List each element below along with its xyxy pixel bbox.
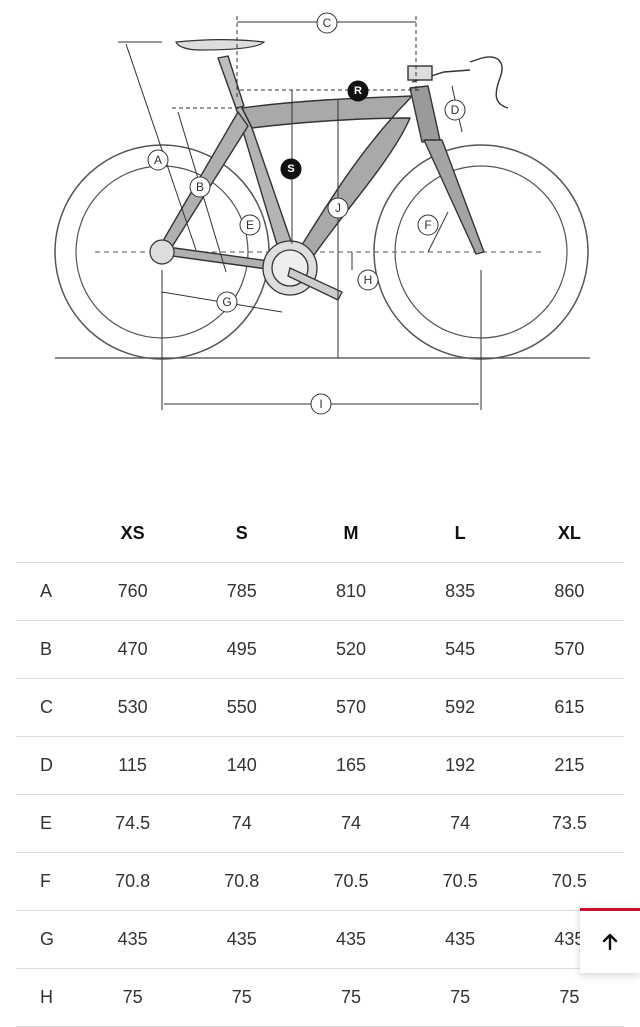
marker-f: F <box>424 218 431 232</box>
cell-m: 75 <box>296 968 406 1027</box>
row-key: C <box>16 678 78 737</box>
table-row: D 115 140 165 192 215 <box>16 736 624 795</box>
cell-m: 165 <box>296 736 406 795</box>
marker-c: C <box>323 16 332 30</box>
cell-l: 75 <box>405 968 515 1027</box>
cell-l: 545 <box>405 620 515 679</box>
cell-xs: 74.5 <box>78 794 188 853</box>
cell-xs: 760 <box>78 562 188 621</box>
cell-xs: 115 <box>78 736 188 795</box>
cell-xl: 75 <box>514 968 624 1027</box>
cell-xs: 530 <box>78 678 188 737</box>
table-row: B 470 495 520 545 570 <box>16 620 624 679</box>
marker-s: S <box>287 163 294 175</box>
cell-m: 520 <box>296 620 406 679</box>
cell-l: 592 <box>405 678 515 737</box>
cell-s: 70.8 <box>187 852 297 911</box>
table-header-row: XS S M L XL <box>16 505 624 563</box>
cell-s: 435 <box>187 910 297 969</box>
cell-l: 835 <box>405 562 515 621</box>
rear-cassette <box>149 239 175 265</box>
cell-m: 810 <box>296 562 406 621</box>
marker-i: I <box>319 397 322 411</box>
marker-d: D <box>451 103 460 117</box>
cell-xl: 570 <box>514 620 624 679</box>
marker-b: B <box>196 180 204 194</box>
cell-m: 70.5 <box>296 852 406 911</box>
cell-m: 570 <box>296 678 406 737</box>
handlebar <box>407 56 509 109</box>
saddle <box>175 39 266 51</box>
cell-m: 74 <box>296 794 406 853</box>
header-size-xs: XS <box>78 505 188 563</box>
header-size-m: M <box>296 505 406 563</box>
cell-s: 785 <box>187 562 297 621</box>
row-key: D <box>16 736 78 795</box>
header-size-s: S <box>187 505 297 563</box>
cell-xl: 73.5 <box>514 794 624 853</box>
arrow-up-icon <box>602 933 618 951</box>
cell-xs: 470 <box>78 620 188 679</box>
cell-s: 495 <box>187 620 297 679</box>
marker-a: A <box>154 153 162 167</box>
row-key: F <box>16 852 78 911</box>
cell-m: 435 <box>296 910 406 969</box>
table-row: C 530 550 570 592 615 <box>16 678 624 737</box>
marker-j: J <box>335 201 341 215</box>
header-size-l: L <box>405 505 515 563</box>
cell-s: 140 <box>187 736 297 795</box>
cell-l: 435 <box>405 910 515 969</box>
row-key: B <box>16 620 78 679</box>
cell-l: 74 <box>405 794 515 853</box>
cell-xs: 75 <box>78 968 188 1027</box>
back-to-top-button[interactable] <box>580 908 640 973</box>
table-row: A 760 785 810 835 860 <box>16 562 624 621</box>
cell-l: 70.5 <box>405 852 515 911</box>
row-key: E <box>16 794 78 853</box>
geometry-table: XS S M L XL A 760 785 810 835 860 B 470 … <box>16 505 624 1027</box>
header-size-xl: XL <box>514 505 624 563</box>
row-key: A <box>16 562 78 621</box>
table-row: H 75 75 75 75 75 <box>16 968 624 1027</box>
cell-l: 192 <box>405 736 515 795</box>
table-row: F 70.8 70.8 70.5 70.5 70.5 <box>16 852 624 911</box>
marker-g: G <box>222 295 231 309</box>
cell-s: 74 <box>187 794 297 853</box>
marker-e: E <box>246 218 254 232</box>
table-row: G 435 435 435 435 435 <box>16 910 624 969</box>
row-key: G <box>16 910 78 969</box>
marker-h: H <box>364 273 373 287</box>
cell-xl: 215 <box>514 736 624 795</box>
dimension-markers: C A B D E F G H I J R S <box>147 12 466 415</box>
cell-xs: 435 <box>78 910 188 969</box>
header-blank <box>16 505 78 563</box>
bike-geometry-diagram: C A B D E F G H I J R S <box>0 0 640 430</box>
cell-xl: 860 <box>514 562 624 621</box>
cell-xs: 70.8 <box>78 852 188 911</box>
crankset <box>262 240 343 301</box>
cell-s: 550 <box>187 678 297 737</box>
row-key: H <box>16 968 78 1027</box>
table-row: E 74.5 74 74 74 73.5 <box>16 794 624 853</box>
marker-r: R <box>354 85 362 97</box>
cell-xl: 615 <box>514 678 624 737</box>
cell-xl: 70.5 <box>514 852 624 911</box>
cell-s: 75 <box>187 968 297 1027</box>
